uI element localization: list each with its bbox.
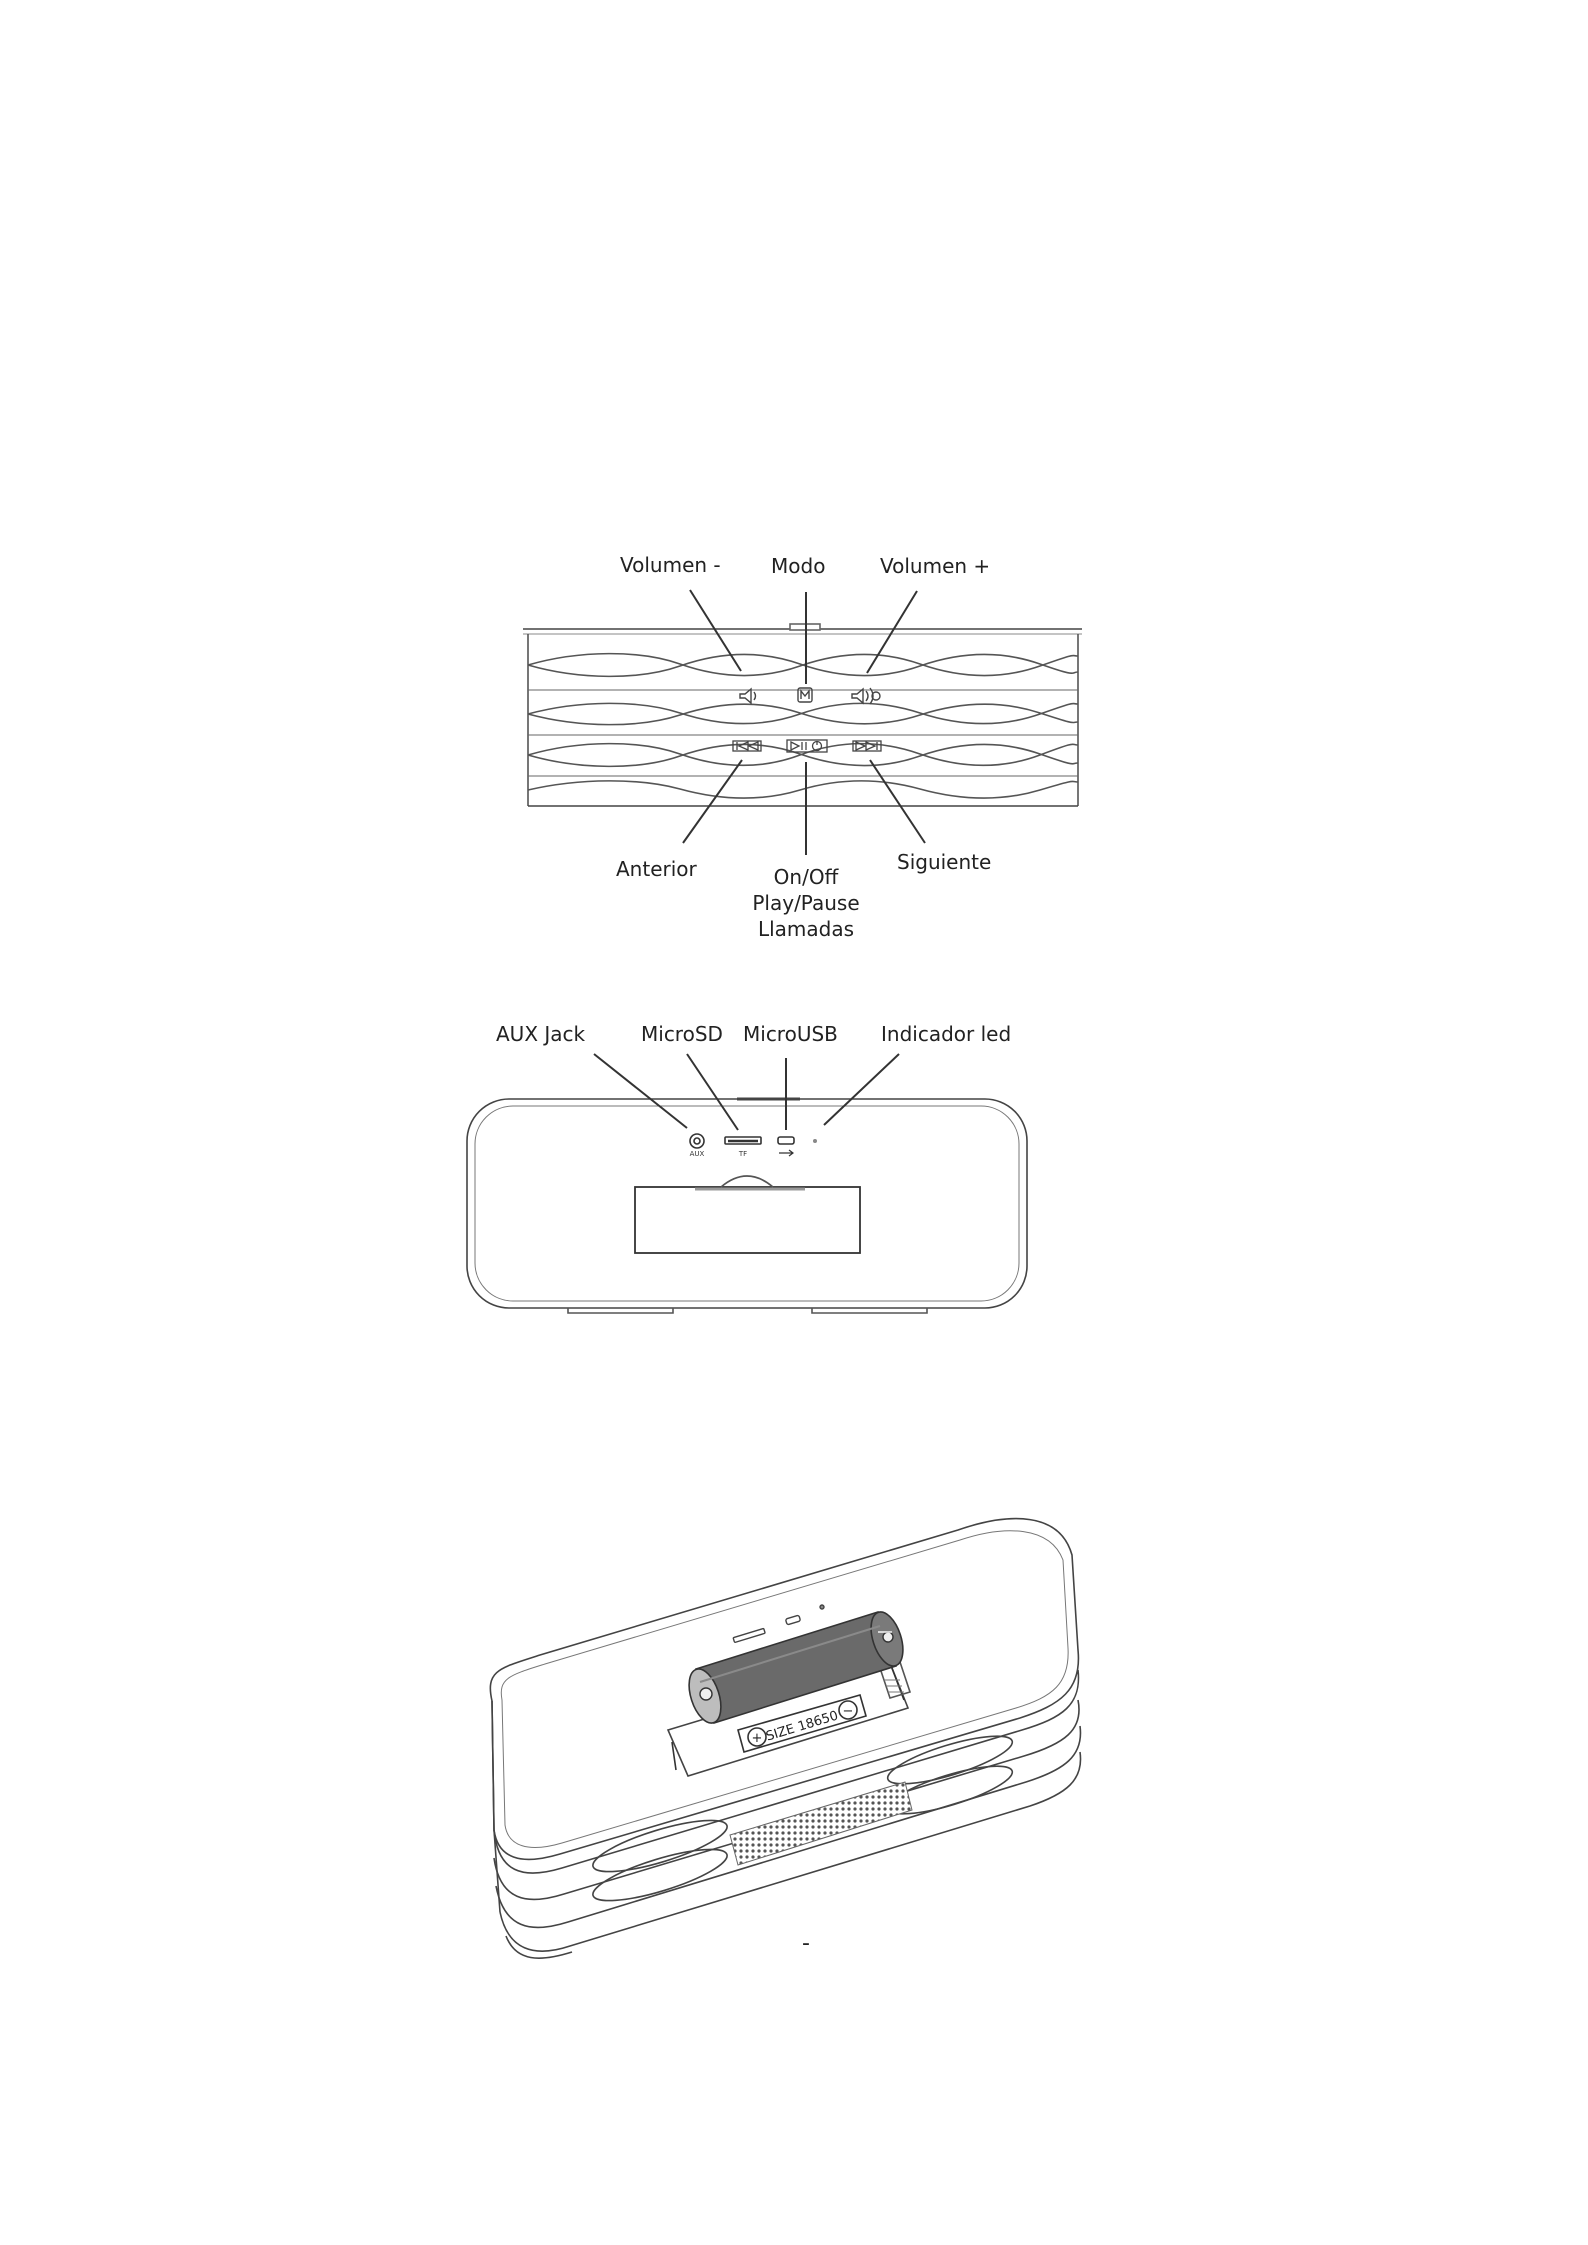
wave-band-3b	[528, 744, 1078, 766]
label-play-line1: On/Off	[736, 864, 876, 890]
label-play-line2: Play/Pause	[736, 890, 876, 916]
next-icon	[853, 741, 881, 751]
microsd-slot-mark: TF	[738, 1150, 747, 1158]
battery-18650	[683, 1608, 909, 1727]
speaker-grille	[730, 1782, 912, 1865]
microusb-port	[778, 1137, 794, 1144]
volume-down-icon	[740, 689, 756, 703]
wave-band-1b	[528, 654, 1078, 676]
back-view-speaker	[467, 1099, 1027, 1313]
label-previous: Anterior	[616, 856, 697, 882]
label-volume-up: Volumen +	[880, 553, 990, 579]
led-indicator	[813, 1139, 817, 1143]
aux-port-mark: AUX	[690, 1150, 705, 1158]
back-view-leaders	[594, 1054, 899, 1130]
label-play-line3: Llamadas	[736, 916, 876, 942]
label-mode: Modo	[771, 553, 825, 579]
label-microsd: MicroSD	[641, 1021, 723, 1047]
microsd-slot	[725, 1137, 761, 1144]
wave-band-2b	[528, 704, 1078, 724]
play-pause-power-icon	[787, 740, 827, 752]
previous-icon	[733, 741, 761, 751]
wave-band-4	[528, 781, 1078, 798]
minus-symbol: −	[843, 1704, 854, 1719]
usb-icon	[779, 1150, 793, 1156]
label-aux-jack: AUX Jack	[496, 1021, 585, 1047]
label-next: Siguiente	[897, 849, 991, 875]
label-play-pause-block: On/Off Play/Pause Llamadas	[736, 864, 876, 942]
aux-port	[690, 1134, 704, 1148]
label-volume-down: Volumen -	[620, 552, 721, 578]
label-led-indicator: Indicador led	[881, 1021, 1011, 1047]
label-microusb: MicroUSB	[743, 1021, 838, 1047]
plus-symbol: +	[752, 1731, 763, 1746]
page-mark: -	[802, 1931, 810, 1956]
top-view-speaker	[523, 624, 1082, 806]
